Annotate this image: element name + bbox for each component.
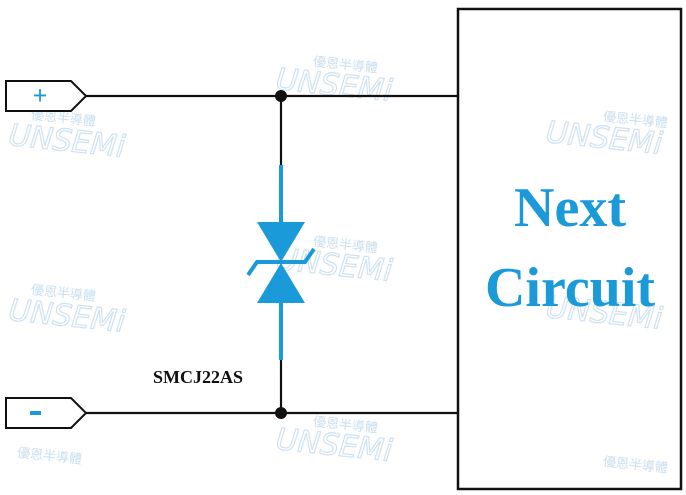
watermark: UNSEMi 優恩半導體 [544, 110, 669, 163]
watermark-brand-text: 優恩半導體 [312, 415, 378, 437]
wires [86, 94, 458, 415]
watermark: UNSEMi 優恩半導體 [274, 55, 395, 110]
positive-terminal-outline [5, 80, 88, 112]
watermark: 優恩半導體 [602, 455, 668, 477]
junction-dot-bottom [275, 407, 287, 419]
watermark: 優恩半導體 [16, 446, 82, 468]
tvs-lower-triangle [257, 263, 305, 303]
watermark-brand-text: 優恩半導體 [312, 55, 378, 77]
watermark: UNSEMi 優恩半導體 [6, 283, 127, 341]
watermark-brand-text: 優恩半導體 [312, 235, 378, 257]
junction-dot-top [275, 90, 287, 102]
next-circuit-title-line2: Circuit [485, 257, 655, 319]
watermark-brand-text: 優恩半導體 [602, 455, 668, 477]
watermark: UNSEMi 優恩半導體 [6, 108, 127, 166]
negative-terminal-outline [5, 397, 88, 429]
next-circuit-title-line1: Next [514, 177, 626, 239]
next-circuit-block: Next Circuit [456, 7, 683, 491]
tvs-diode-symbol [246, 165, 316, 360]
watermark: UNSEMi 優恩半導體 [274, 415, 395, 470]
watermark-brand-text: 優恩半導體 [30, 283, 96, 305]
watermark-brand-text: 優恩半導體 [16, 446, 82, 468]
tvs-zener-bar [246, 247, 316, 277]
negative-terminal-label: - [8, 469, 9, 471]
negative-terminal: - [5, 397, 88, 471]
next-circuit-box [456, 7, 683, 491]
watermark-brand-text: 優恩半導體 [30, 108, 96, 130]
part-number-label: SMCJ22AS [153, 367, 243, 387]
watermark-brand-text: 優恩半導體 [602, 110, 668, 132]
tvs-upper-triangle [257, 222, 305, 262]
positive-terminal-label: + [33, 81, 48, 110]
negative-terminal-mark [30, 411, 41, 415]
positive-terminal: + [5, 80, 88, 112]
